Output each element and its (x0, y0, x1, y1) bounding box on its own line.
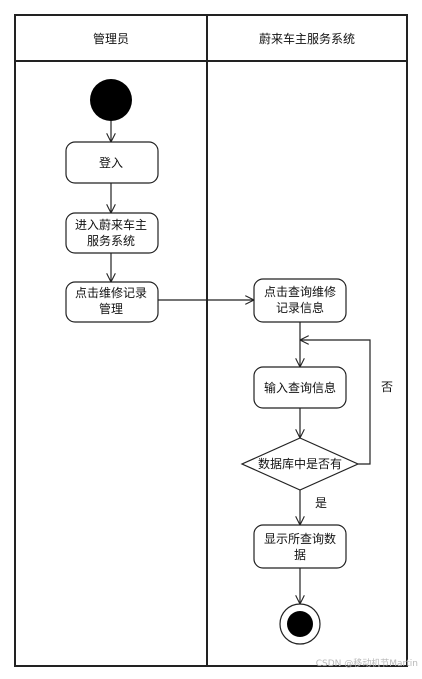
lane-title-admin: 管理员 (93, 31, 129, 46)
edge-label-no: 否 (381, 380, 393, 394)
start-node (90, 79, 132, 121)
edge-decision-no-loop (300, 340, 371, 465)
activity-login (65, 141, 159, 184)
lane-title-system: 蔚来车主服务系统 (259, 31, 355, 46)
activity-enter-system-line1: 进入蔚来车主 (75, 217, 147, 232)
activity-repair-records (65, 281, 159, 323)
swimlane-frame: 管理员 蔚来车主服务系统 (14, 14, 408, 667)
frame-border (14, 14, 408, 667)
activity-enter-system-line2: 服务系统 (87, 233, 135, 248)
activity-repair-records-line1: 点击维修记录 (75, 285, 147, 300)
end-node (279, 603, 321, 645)
watermark: CSDN @移动机节Martin (316, 657, 418, 669)
decision-label: 数据库中是否有 (258, 456, 342, 471)
activity-repair-records-line2: 管理 (99, 301, 123, 316)
activity-query-records-line2: 记录信息 (276, 300, 324, 315)
activity-show-results-line1: 显示所查询数 (264, 531, 336, 546)
activity-enter-system (65, 212, 159, 254)
activity-input-query-label: 输入查询信息 (264, 380, 336, 395)
activity-query-records-line1: 点击查询维修 (264, 284, 336, 299)
edge-label-yes: 是 (315, 496, 327, 510)
activity-show-results-line2: 据 (294, 548, 306, 562)
activity-login-label: 登入 (99, 155, 123, 170)
